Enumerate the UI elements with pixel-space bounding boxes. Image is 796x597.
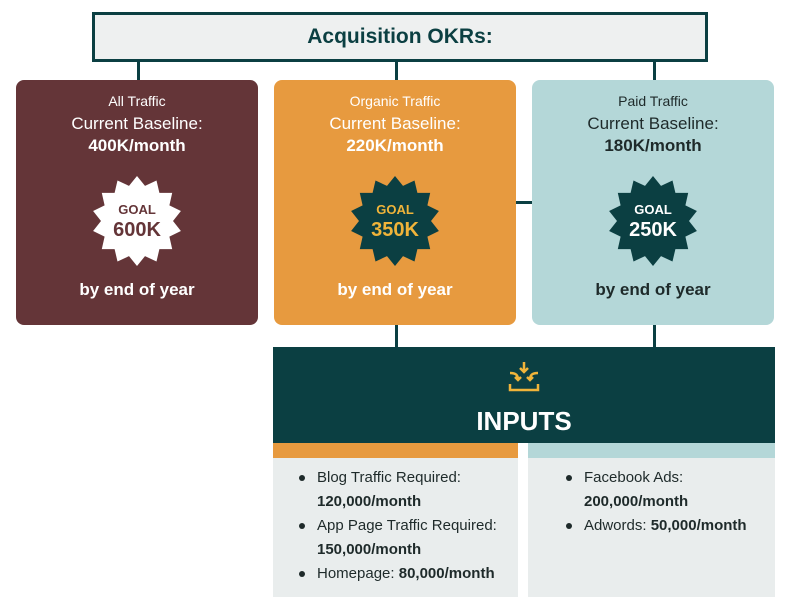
input-label: Facebook Ads: [584, 469, 684, 486]
input-label: Blog Traffic Required: [317, 469, 461, 486]
goal-label: GOAL [376, 202, 414, 217]
baseline-label: Current Baseline: [329, 114, 461, 133]
list-item: Facebook Ads: 200,000/month [564, 466, 775, 514]
card-paid-traffic: Paid Traffic Current Baseline: 180K/mont… [532, 80, 774, 325]
okr-title: Acquisition OKRs: [92, 12, 708, 62]
card-name: Organic Traffic [349, 93, 441, 109]
card-organic-traffic: Organic Traffic Current Baseline: 220K/m… [274, 80, 516, 325]
baseline-value: 180K/month [604, 136, 702, 155]
input-value: 150,000/month [317, 541, 422, 558]
star-badge-shape [93, 176, 181, 266]
input-label: App Page Traffic Required: [317, 517, 497, 534]
list-item: Blog Traffic Required: 120,000/month [297, 466, 518, 514]
input-value: 80,000/month [398, 565, 495, 582]
card-name: All Traffic [108, 93, 166, 109]
list-item: App Page Traffic Required: 150,000/month [297, 514, 518, 562]
connector [653, 62, 656, 80]
goal-badge: GOAL 600K [92, 176, 182, 266]
baseline-label: Current Baseline: [71, 114, 203, 133]
input-value: 50,000/month [650, 517, 747, 534]
goal-value: 250K [629, 219, 677, 241]
deadline: by end of year [595, 280, 711, 299]
goal-value: 600K [113, 219, 161, 241]
inputs-label: INPUTS [476, 406, 572, 436]
goal-label: GOAL [118, 202, 156, 217]
list-item: Homepage: 80,000/month [297, 562, 518, 586]
connector [395, 325, 398, 347]
input-label: Adwords: [584, 517, 647, 534]
card-all-traffic: All Traffic Current Baseline: 400K/month… [16, 80, 258, 325]
connector [653, 325, 656, 347]
goal-badge: GOAL 350K [350, 176, 440, 266]
input-value: 120,000/month [317, 493, 422, 510]
baseline-value: 400K/month [88, 136, 186, 155]
organic-bar [273, 443, 518, 458]
star-badge-shape [351, 176, 439, 266]
connector [395, 62, 398, 80]
inbox-arrows-icon [508, 362, 540, 392]
paid-bar [528, 443, 775, 458]
input-label: Homepage: [317, 565, 395, 582]
baseline-value: 220K/month [346, 136, 444, 155]
card-name: Paid Traffic [618, 93, 688, 109]
baseline-label: Current Baseline: [587, 114, 719, 133]
connector [137, 62, 140, 80]
connector [514, 201, 534, 204]
list-item: Adwords: 50,000/month [564, 514, 775, 538]
star-badge-shape [609, 176, 697, 266]
goal-label: GOAL [634, 202, 672, 217]
deadline: by end of year [79, 280, 195, 299]
input-value: 200,000/month [584, 493, 689, 510]
inputs-header: INPUTS [273, 347, 775, 443]
deadline: by end of year [337, 280, 453, 299]
goal-badge: GOAL 250K [608, 176, 698, 266]
goal-value: 350K [371, 219, 419, 241]
